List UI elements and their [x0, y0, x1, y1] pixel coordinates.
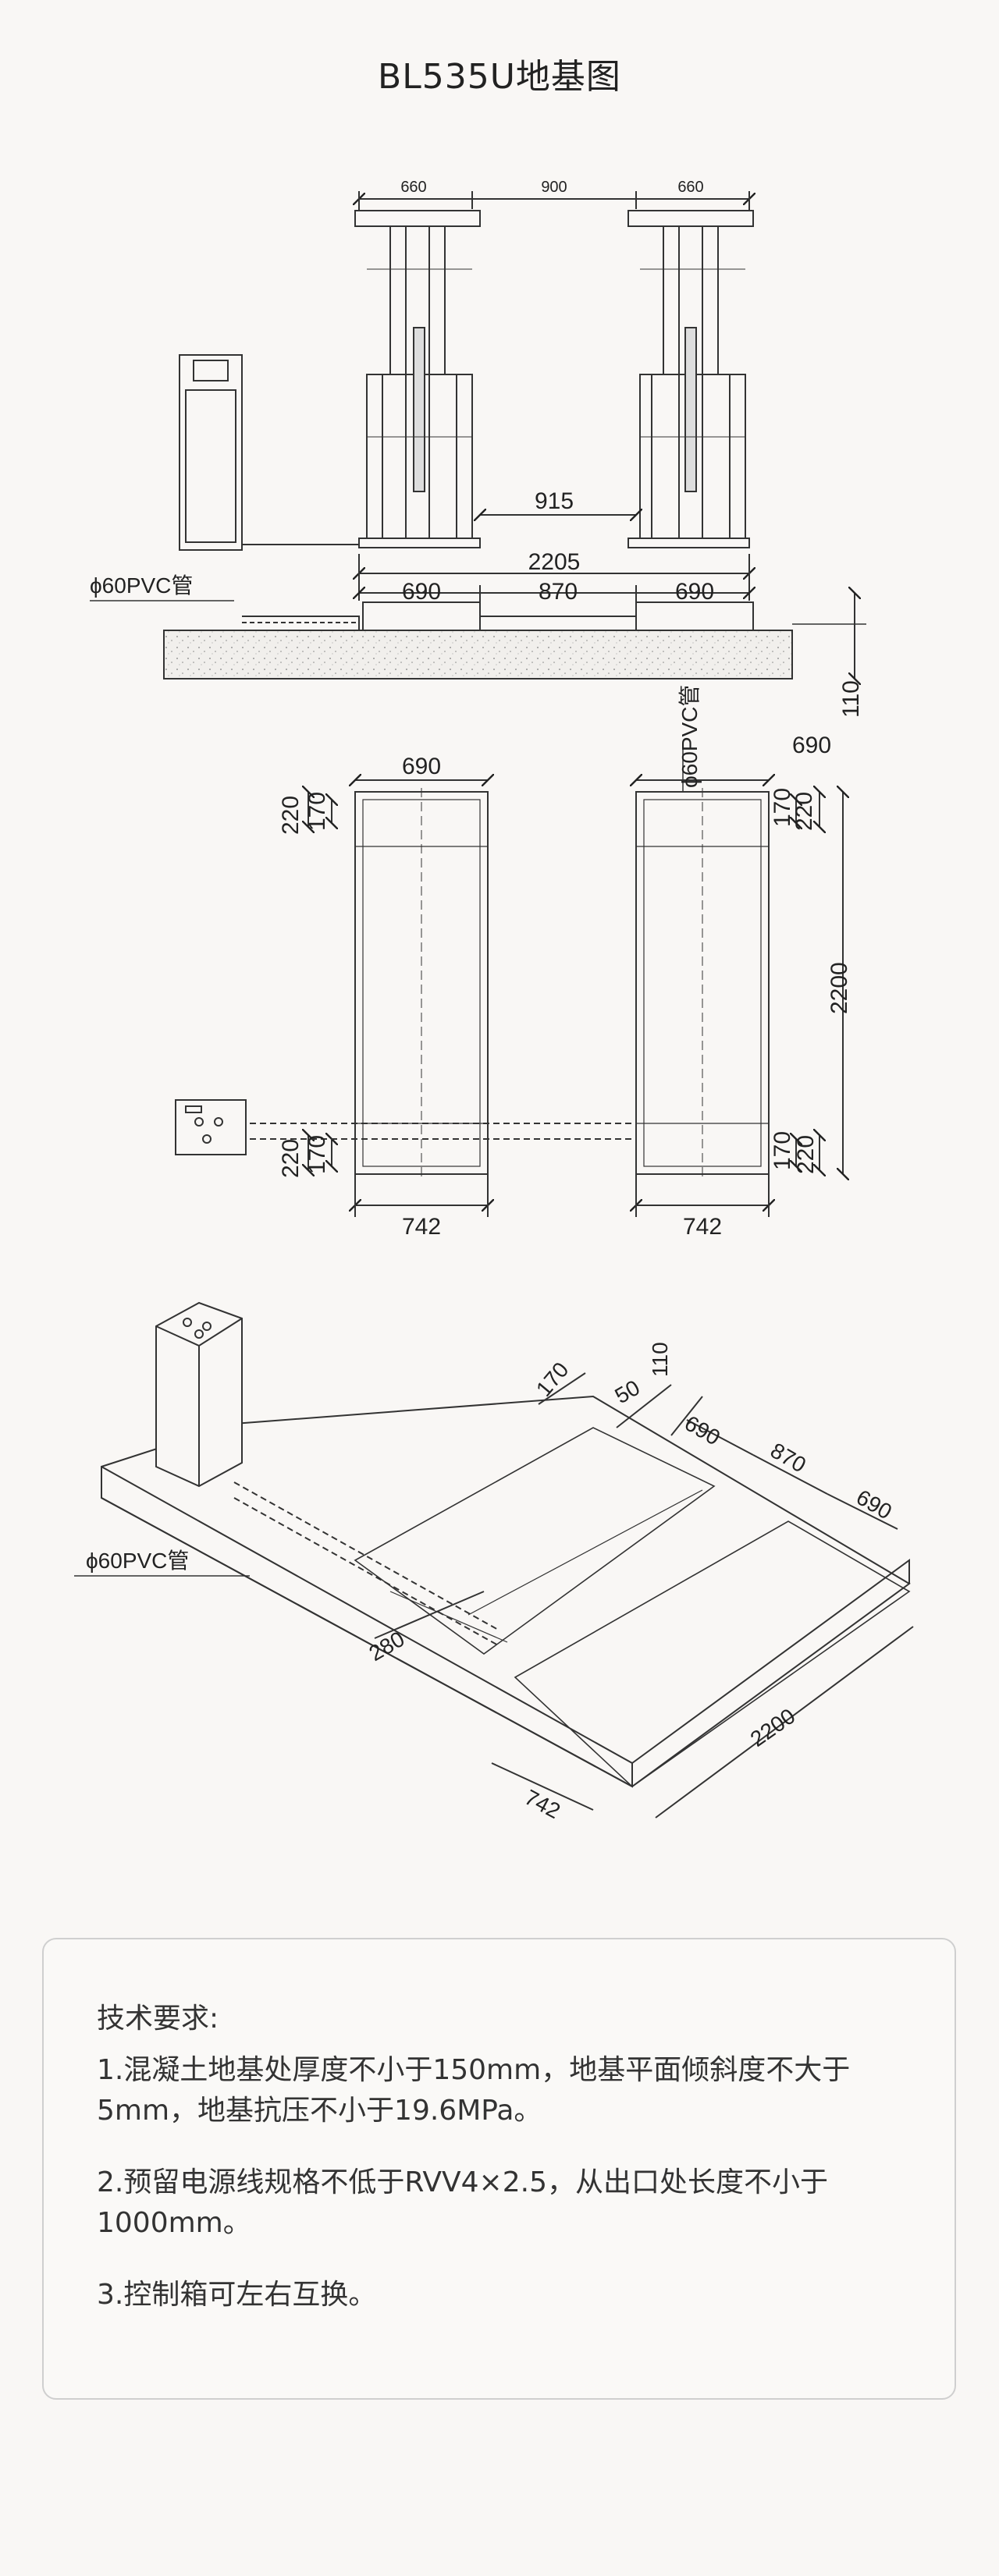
requirement-item-1: 1.混凝土地基处厚度不小于150mm，地基平面倾斜度不大于5mm，地基抗压不小于…: [97, 2054, 851, 2127]
dim-660-right: 660: [677, 179, 703, 196]
dim-110: 110: [838, 680, 864, 718]
requirement-item-2: 2.预留电源线规格不低于RVV4×2.5，从出口处长度不小于1000mm。: [97, 2166, 828, 2239]
control-box-plan: [175, 1099, 247, 1155]
dim-915: 915: [535, 488, 574, 514]
pvc-label-iso: ϕ60PVC管: [86, 1549, 189, 1573]
isometric-view: [74, 1301, 914, 1818]
dim-660-left: 660: [400, 179, 426, 196]
technical-requirements-card: 技术要求: 1.混凝土地基处厚度不小于150mm，地基平面倾斜度不大于5mm，地…: [42, 1938, 956, 2400]
control-box-iso: [155, 1301, 243, 1488]
pvc-label-front: ϕ60PVC管: [90, 573, 193, 598]
iso-dim-50: 50: [611, 1375, 644, 1408]
dim-690-a: 690: [402, 579, 441, 605]
left-lift-column: [354, 210, 481, 548]
dim-870: 870: [539, 579, 578, 605]
plan-left-170-top: 170: [304, 792, 330, 831]
plan-right-220-bottom: 220: [793, 1135, 819, 1174]
ground-slab-section: [90, 593, 866, 679]
pvc-label-plan: ϕ60PVC管: [677, 685, 702, 788]
plan-left-220-bottom: 220: [278, 1139, 304, 1178]
dim-690-b: 690: [675, 579, 714, 605]
plan-view: [175, 749, 843, 1217]
plan-right-2200: 2200: [827, 962, 852, 1014]
page-title: BL535U地基图: [378, 57, 621, 97]
dim-2205: 2205: [528, 549, 581, 575]
iso-dim-870: 870: [766, 1438, 810, 1477]
plan-dim-labels: 690 742 220 170 220 170 690 742 ϕ60PVC管 …: [278, 685, 852, 1240]
plan-left-220-top: 220: [278, 796, 304, 835]
front-elevation: [90, 191, 866, 679]
plan-right-690: 690: [792, 733, 831, 758]
plan-right-170-top: 170: [770, 788, 795, 827]
requirements-heading: 技术要求:: [97, 2003, 219, 2035]
dim-900: 900: [541, 179, 567, 196]
plan-left-170-bottom: 170: [304, 1135, 330, 1174]
iso-dim-742: 742: [521, 1785, 564, 1823]
right-lift-column: [627, 210, 754, 548]
iso-dim-2200: 2200: [746, 1704, 800, 1751]
plan-right-220-top: 220: [791, 792, 817, 831]
iso-dim-170: 170: [531, 1357, 574, 1401]
front-dim-labels: 660 900 660 915 2205 690 870 690 ϕ60PVC管…: [90, 179, 864, 718]
control-box-front: [179, 354, 359, 551]
foundation-drawing: 660 900 660 915 2205 690 870 690 ϕ60PVC管…: [74, 179, 914, 1823]
plan-right-742: 742: [683, 1214, 722, 1240]
iso-dim-690-b: 690: [852, 1485, 896, 1524]
requirement-item-3: 3.控制箱可左右互换。: [97, 2279, 377, 2311]
plan-right-170-bottom: 170: [770, 1131, 795, 1170]
iso-dim-110: 110: [648, 1342, 672, 1377]
plan-left-742: 742: [402, 1214, 441, 1240]
plan-left-690: 690: [402, 754, 441, 779]
